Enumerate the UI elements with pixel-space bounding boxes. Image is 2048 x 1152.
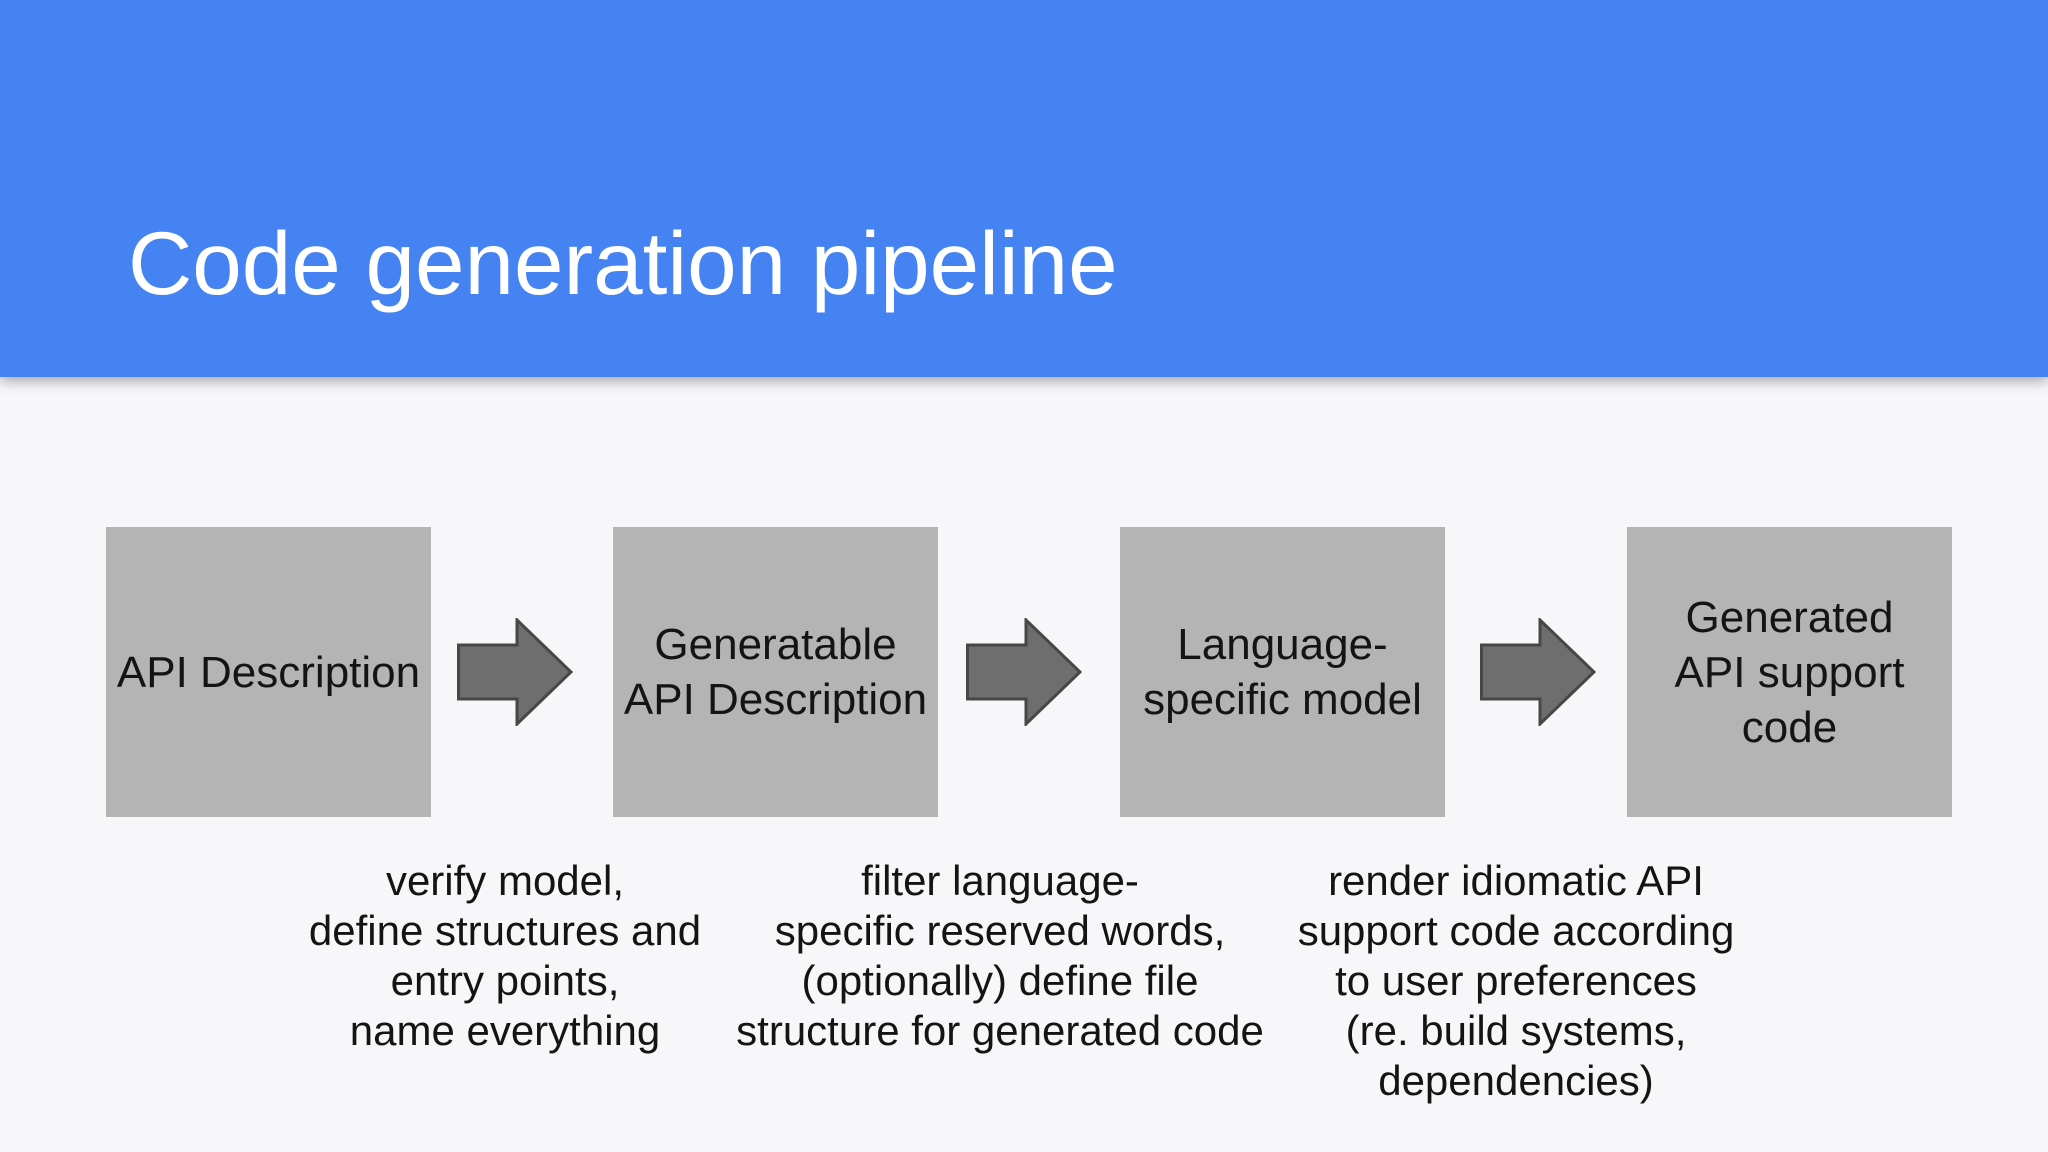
arrow-right-icon — [457, 618, 573, 726]
pipeline-boxes-row: API Description Generatable API Descript… — [106, 527, 1952, 817]
arrow-right-icon — [1480, 618, 1596, 726]
header-band: Code generation pipeline — [0, 0, 2048, 377]
arrow-right-icon — [966, 618, 1082, 726]
step-caption-filter-reserved-words: filter language- specific reserved words… — [736, 857, 1264, 1054]
step-caption-render-idiomatic-code: render idiomatic API support code accord… — [1297, 857, 1735, 1104]
pipeline-box-api-description: API Description — [106, 527, 431, 817]
page-title: Code generation pipeline — [128, 213, 1118, 313]
pipeline-box-label: Generatable API Description — [623, 620, 928, 724]
step-caption-verify-model: verify model, define structures and entr… — [308, 857, 702, 1054]
pipeline-box-label: Language- specific model — [1143, 620, 1422, 724]
pipeline-box-language-specific-model: Language- specific model — [1120, 527, 1445, 817]
pipeline-box-generated-api-support-code: Generated API support code — [1627, 527, 1952, 817]
pipeline-box-label: Generated API support code — [1674, 592, 1905, 752]
pipeline-box-label: API Description — [116, 647, 421, 697]
pipeline-box-generatable-api-description: Generatable API Description — [613, 527, 938, 817]
